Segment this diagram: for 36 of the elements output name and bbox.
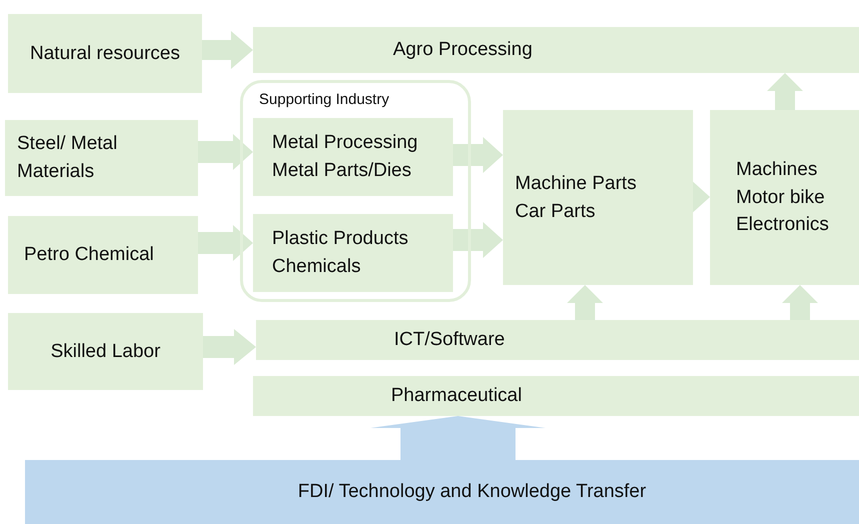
block-arrow	[767, 73, 803, 110]
block-arrow	[453, 222, 503, 258]
group-outline	[240, 80, 471, 302]
block-arrow	[203, 329, 256, 365]
process-box	[253, 214, 453, 292]
block-arrow	[453, 137, 503, 173]
process-box	[25, 460, 859, 524]
box-label: ICT/Software	[394, 328, 505, 352]
group-heading: Supporting Industry	[259, 90, 390, 110]
block-arrow	[202, 31, 253, 69]
box-label: Natural resources	[30, 42, 180, 66]
process-box	[253, 27, 859, 73]
block-arrow	[198, 225, 253, 261]
box-label: Pharmaceutical	[391, 384, 522, 408]
process-box	[8, 216, 198, 294]
process-box	[503, 110, 693, 285]
box-label: Machines Motor bike Electronics	[736, 158, 830, 238]
box-label: Plastic Products Chemicals	[272, 227, 410, 279]
process-box	[253, 376, 859, 416]
block-arrow	[782, 285, 818, 320]
block-arrow	[370, 416, 546, 460]
process-box	[8, 14, 202, 93]
box-label: Agro Processing	[393, 38, 532, 62]
box-label: Petro Chemical	[24, 243, 154, 268]
box-label: Skilled Labor	[50, 340, 160, 364]
box-label: Steel/ Metal Materials	[17, 132, 118, 184]
box-label: Machine Parts Car Parts	[515, 172, 638, 224]
box-label: FDI/ Technology and Knowledge Transfer	[298, 480, 646, 504]
box-label: Metal Processing Metal Parts/Dies	[272, 131, 419, 183]
process-box	[253, 118, 453, 196]
block-arrow	[198, 134, 253, 170]
process-box	[8, 313, 203, 390]
block-arrow	[567, 285, 603, 320]
process-box	[256, 320, 859, 360]
process-box	[5, 120, 198, 196]
process-box	[710, 110, 859, 285]
